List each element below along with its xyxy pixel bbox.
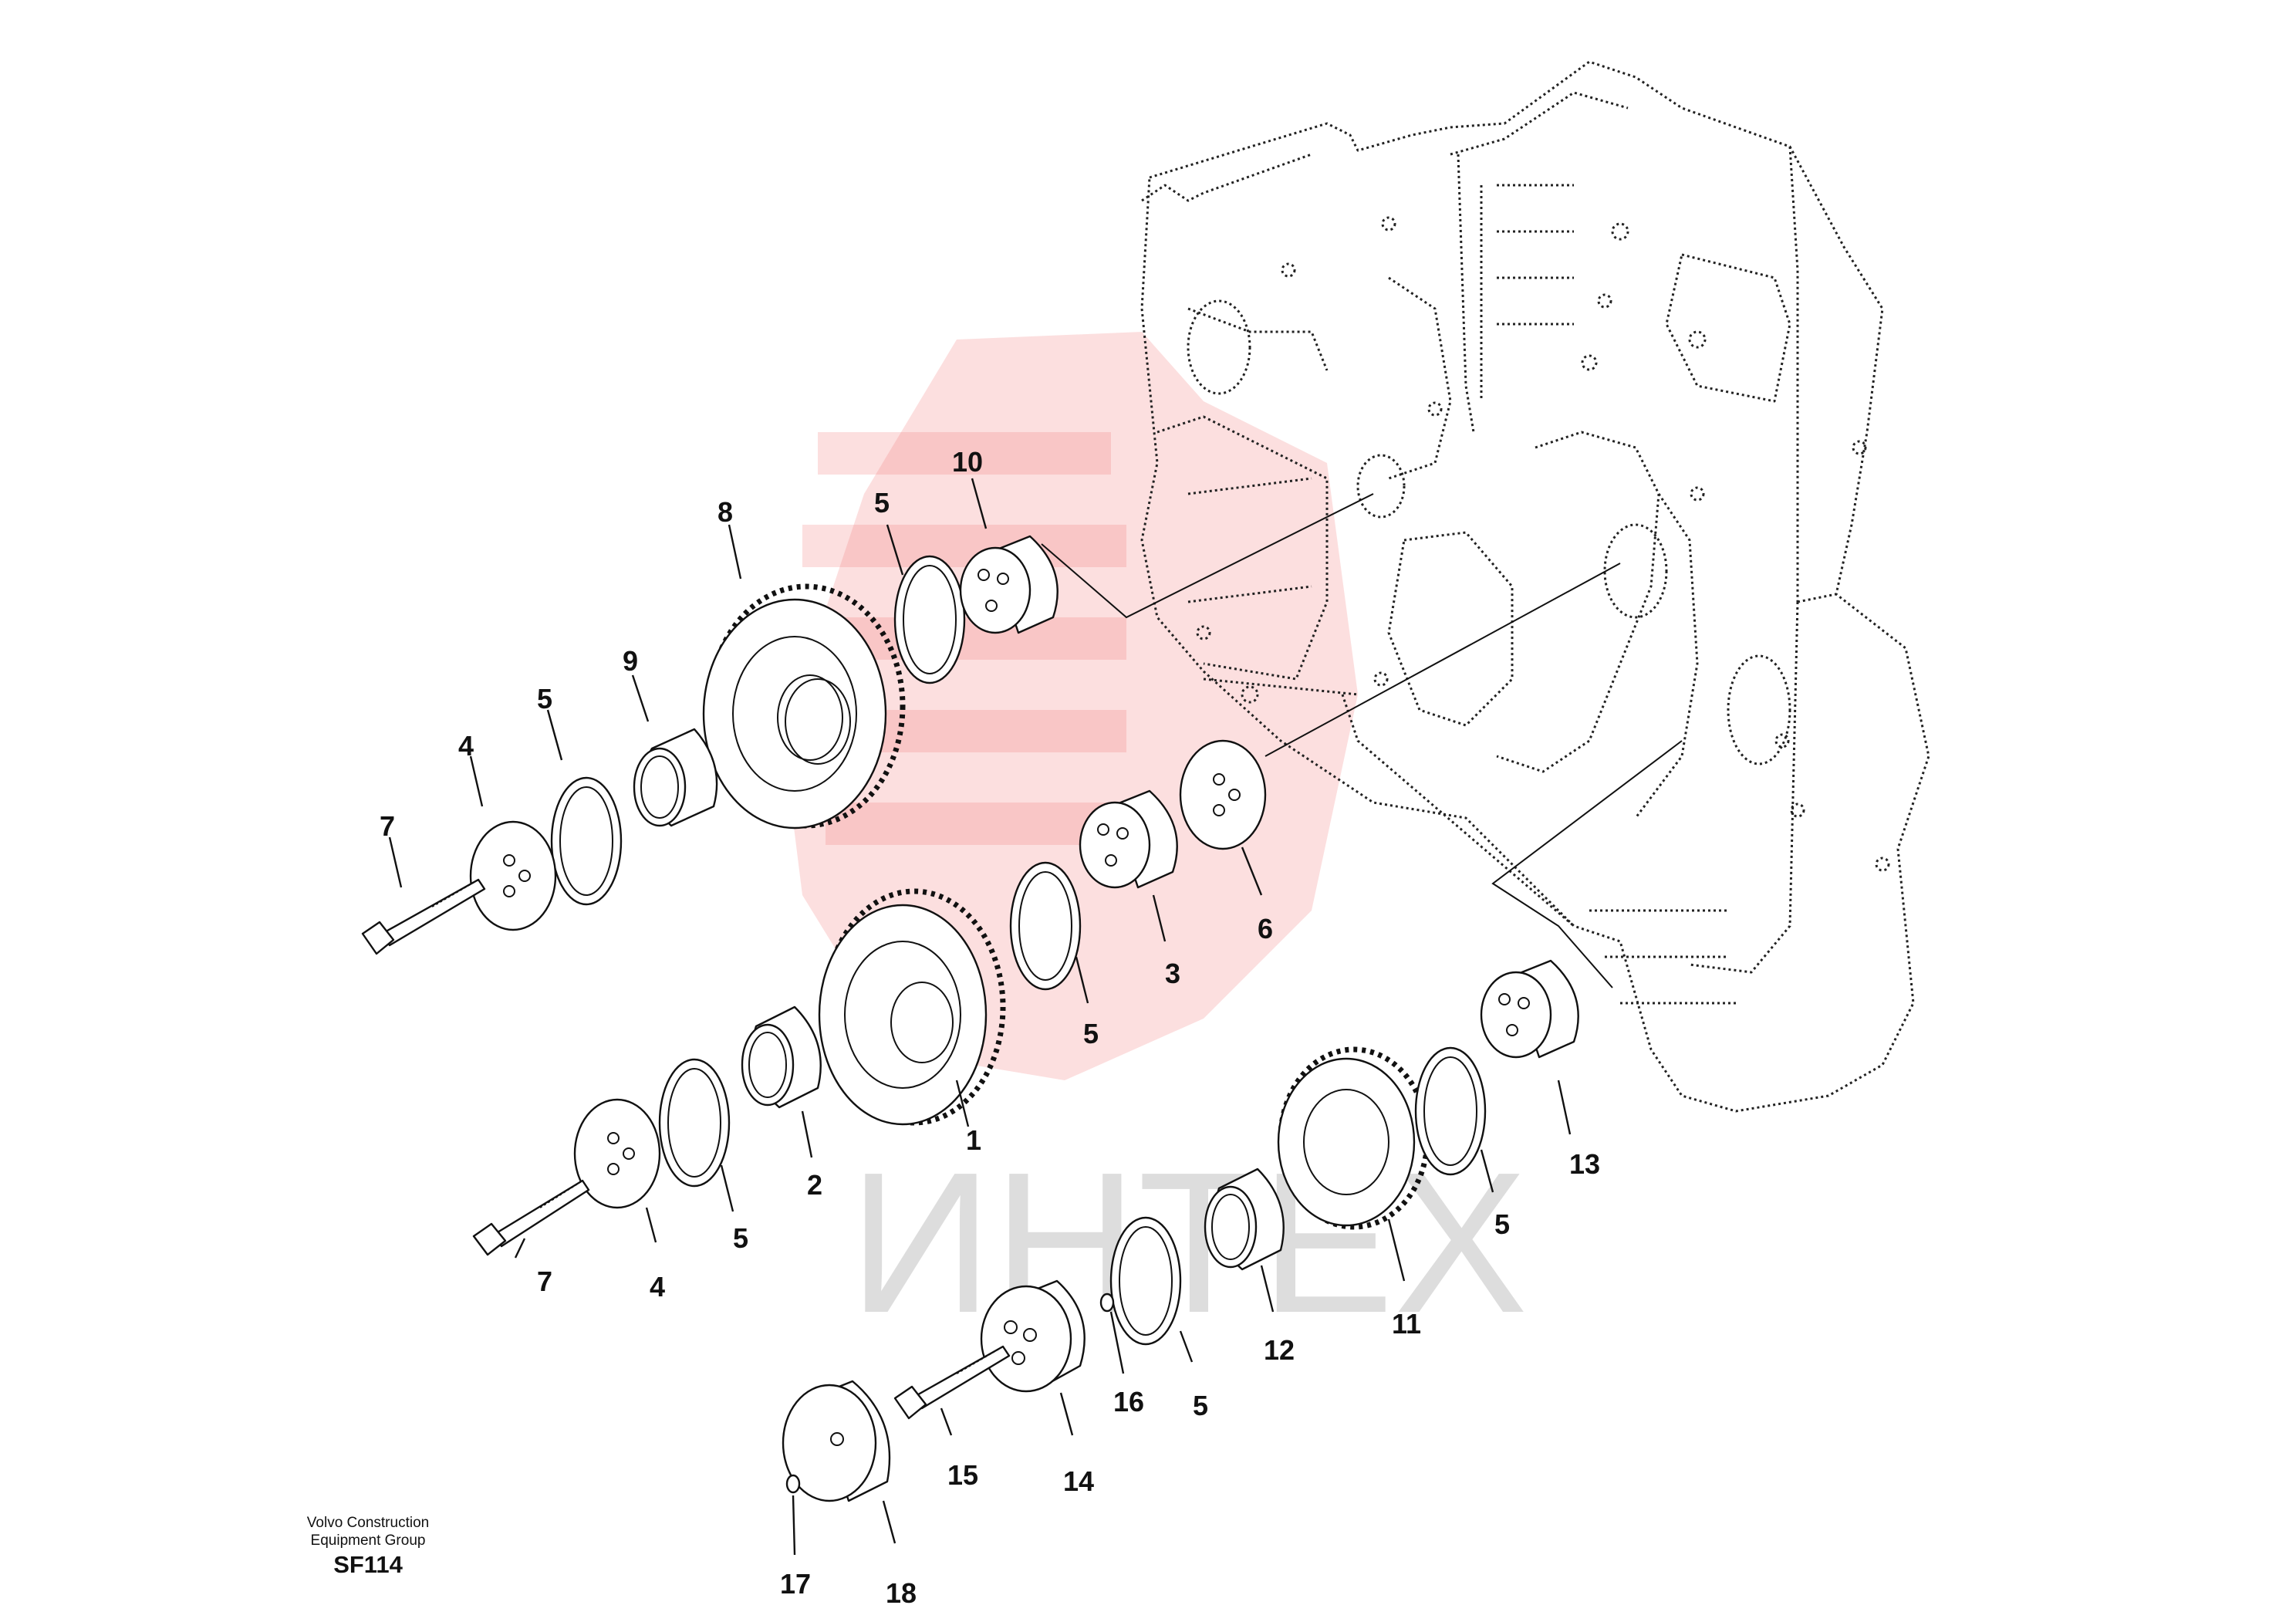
part-label-3: 3 bbox=[1164, 958, 1181, 989]
plate-4-lower bbox=[573, 1098, 661, 1209]
part-label-5: 5 bbox=[873, 487, 890, 519]
bolt-7-lower bbox=[472, 1179, 590, 1256]
plate-4-upper bbox=[469, 820, 557, 931]
part-label-10: 10 bbox=[951, 446, 984, 478]
part-label-5: 5 bbox=[732, 1222, 749, 1254]
part-label-2: 2 bbox=[806, 1169, 823, 1201]
leader-arrows bbox=[388, 478, 1572, 1556]
part-label-5: 5 bbox=[1082, 1018, 1099, 1049]
bolt-15 bbox=[893, 1345, 1011, 1420]
washer-5-b bbox=[550, 776, 623, 906]
o-ring-17 bbox=[785, 1474, 801, 1494]
gear-11 bbox=[1277, 1046, 1430, 1230]
bolt-7-upper bbox=[361, 878, 486, 955]
part-label-5: 5 bbox=[536, 683, 553, 715]
bushing-2 bbox=[741, 1005, 822, 1109]
part-label-15: 15 bbox=[947, 1459, 979, 1491]
caption-diagram-code: SF114 bbox=[333, 1551, 403, 1578]
caption-company-line1: Volvo Construction bbox=[306, 1515, 430, 1531]
part-label-5: 5 bbox=[1192, 1390, 1209, 1421]
plate-6 bbox=[1179, 739, 1267, 850]
part-label-9: 9 bbox=[622, 645, 639, 677]
cover-14 bbox=[980, 1279, 1086, 1393]
washer-5-d bbox=[658, 1058, 731, 1188]
assembly-centerlines bbox=[1041, 493, 1683, 988]
caption-company-line2: Equipment Group bbox=[310, 1532, 426, 1549]
shaft-10 bbox=[959, 535, 1059, 634]
part-label-13: 13 bbox=[1568, 1148, 1601, 1180]
watermark-text: ИНТЕХ bbox=[849, 1131, 1528, 1355]
washer-5-e bbox=[1414, 1046, 1487, 1176]
part-label-18: 18 bbox=[885, 1577, 917, 1609]
washer-5-f bbox=[1109, 1216, 1182, 1346]
cover-18 bbox=[782, 1380, 891, 1502]
part-label-4: 4 bbox=[649, 1271, 666, 1303]
o-ring-16 bbox=[1099, 1293, 1115, 1313]
part-label-4: 4 bbox=[458, 730, 474, 762]
washer-5-a bbox=[893, 555, 966, 684]
part-label-16: 16 bbox=[1113, 1386, 1145, 1418]
timing-gear-housing bbox=[1140, 60, 1930, 1113]
part-label-6: 6 bbox=[1257, 913, 1274, 944]
part-label-11: 11 bbox=[1391, 1308, 1422, 1340]
shaft-3 bbox=[1079, 789, 1178, 889]
gear-8 bbox=[702, 583, 906, 830]
part-label-14: 14 bbox=[1062, 1465, 1095, 1497]
bushing-9 bbox=[633, 728, 718, 827]
part-label-1: 1 bbox=[965, 1124, 982, 1156]
washer-5-c bbox=[1009, 861, 1082, 991]
part-label-5: 5 bbox=[1494, 1208, 1511, 1240]
gear-1 bbox=[818, 888, 1006, 1126]
part-label-8: 8 bbox=[717, 496, 734, 528]
shaft-13 bbox=[1480, 959, 1579, 1059]
part-label-7: 7 bbox=[536, 1265, 553, 1297]
part-label-12: 12 bbox=[1263, 1334, 1295, 1366]
bushing-12 bbox=[1204, 1168, 1285, 1271]
part-label-17: 17 bbox=[779, 1568, 812, 1600]
part-label-7: 7 bbox=[379, 810, 396, 842]
